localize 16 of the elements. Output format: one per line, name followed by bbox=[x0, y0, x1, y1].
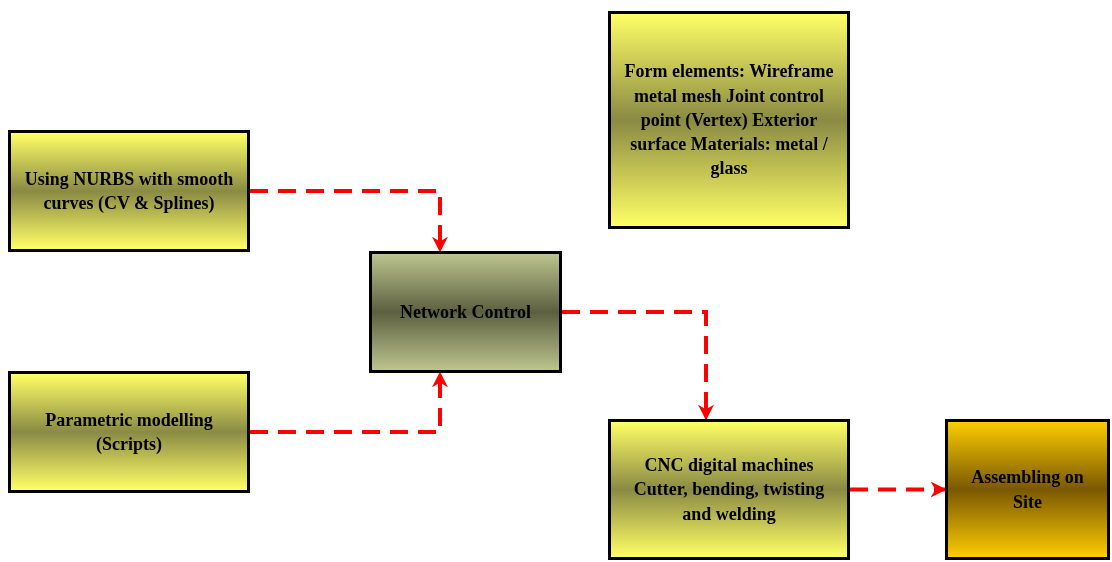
box-label: Parametric modelling (Scripts) bbox=[44, 408, 214, 456]
process-box bbox=[608, 419, 850, 560]
process-box bbox=[608, 11, 850, 229]
process-box bbox=[8, 130, 250, 252]
process-box bbox=[8, 371, 250, 493]
dashed-arrow bbox=[250, 371, 448, 434]
box-label: CNC digital machines Cutter, bending, twisting and welding bbox=[632, 454, 826, 526]
box-label: Using NURBS with smooth curves (CV & Splines) bbox=[23, 167, 235, 215]
box-label: Network Control bbox=[399, 300, 532, 324]
process-box bbox=[945, 419, 1110, 560]
dashed-arrow bbox=[562, 310, 714, 421]
dashed-arrow bbox=[850, 481, 947, 498]
box-label: Form elements: Wireframe metal mesh Joint control point (Vertex) Exterior surface Materials: metal / glass bbox=[623, 60, 835, 181]
process-box bbox=[369, 251, 562, 373]
box-label: Assembling on Site bbox=[970, 466, 1085, 514]
dashed-arrow bbox=[250, 189, 448, 253]
